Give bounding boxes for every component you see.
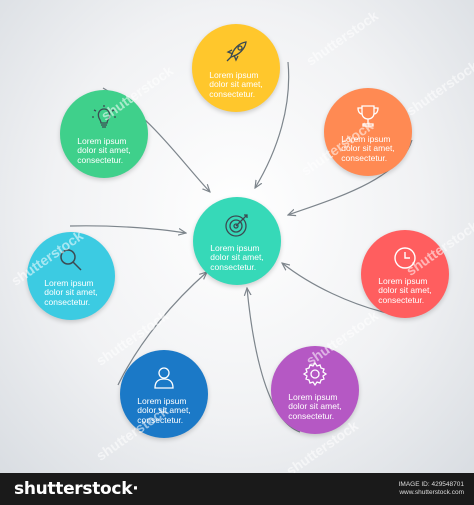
diagram-canvas: Lorem ipsum dolor sit amet, consectetur.… [0,0,474,473]
right-node: Lorem ipsum dolor sit amet, consectetur. [355,224,455,324]
top-node-text: Lorem ipsum dolor sit amet, consectetur. [209,69,263,99]
top-right-node-text: Lorem ipsum dolor sit amet, consectetur. [341,133,395,163]
arrow-top [255,61,290,188]
image-meta: IMAGE ID: 429548701 www.shutterstock.com [399,481,464,497]
top-left-node: Lorem ipsum dolor sit amet, consectetur. [54,84,154,184]
site-url: www.shutterstock.com [399,489,464,496]
bottom-left-node-text: Lorem ipsum dolor sit amet, consectetur. [137,395,191,425]
lightbulb-icon [92,104,116,128]
right-node-text: Lorem ipsum dolor sit amet, consectetur. [378,275,432,305]
brand-logo: shutterstock· [14,479,139,499]
trophy-icon [357,105,379,127]
left-node-text: Lorem ipsum dolor sit amet, consectetur. [44,277,98,307]
bottom-right-node: Lorem ipsum dolor sit amet, consectetur. [265,340,365,440]
arrow-right [282,263,396,316]
bottom-right-node-text: Lorem ipsum dolor sit amet, consectetur. [288,391,342,421]
image-id: IMAGE ID: 429548701 [398,481,464,488]
gear-icon [302,361,328,386]
magnifier-icon [60,249,82,271]
footer-bar: shutterstock· IMAGE ID: 429548701 www.sh… [0,473,474,505]
rocket-icon [226,40,247,62]
clock-icon [394,247,416,269]
left-node: Lorem ipsum dolor sit amet, consectetur. [21,226,121,326]
bottom-left-node: Lorem ipsum dolor sit amet, consectetur. [114,344,214,444]
top-left-node-text: Lorem ipsum dolor sit amet, consectetur. [77,135,131,165]
center-node-text: Lorem ipsum dolor sit amet, consectetur. [210,242,264,272]
target-icon [225,214,248,237]
arrow-left [69,225,186,233]
user-icon [154,367,174,389]
top-right-node: Lorem ipsum dolor sit amet, consectetur. [318,82,418,182]
top-node: Lorem ipsum dolor sit amet, consectetur. [186,18,286,118]
center-node: Lorem ipsum dolor sit amet, consectetur. [187,191,287,291]
